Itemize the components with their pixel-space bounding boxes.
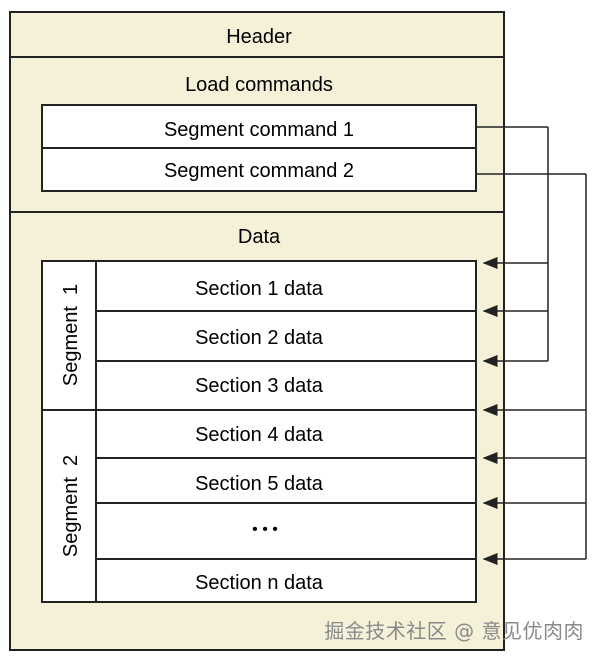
- segment-2-label: Segment 2: [60, 455, 82, 557]
- data-label: Data: [238, 226, 281, 248]
- section-label: Section 5 data: [195, 473, 324, 495]
- header-label: Header: [226, 26, 292, 48]
- load-commands-label: Load commands: [185, 74, 333, 96]
- segment-command-2: Segment command 2: [164, 160, 354, 182]
- watermark-text: 掘金技术社区 @ 意见优肉肉: [324, 619, 584, 643]
- data-box: [41, 260, 477, 603]
- segment-2-connector: [476, 173, 587, 565]
- section-label: Section 1 data: [195, 278, 324, 300]
- section-label: Section 4 data: [195, 424, 324, 446]
- section-label: Section 2 data: [195, 327, 324, 349]
- section-label: Section 3 data: [195, 375, 324, 397]
- segment-1-label: Segment 1: [60, 284, 82, 386]
- segment-1-connector: [476, 126, 549, 367]
- segment-command-1: Segment command 1: [164, 119, 354, 141]
- ellipsis-label: • • •: [252, 521, 278, 538]
- section-label: Section n data: [195, 572, 324, 594]
